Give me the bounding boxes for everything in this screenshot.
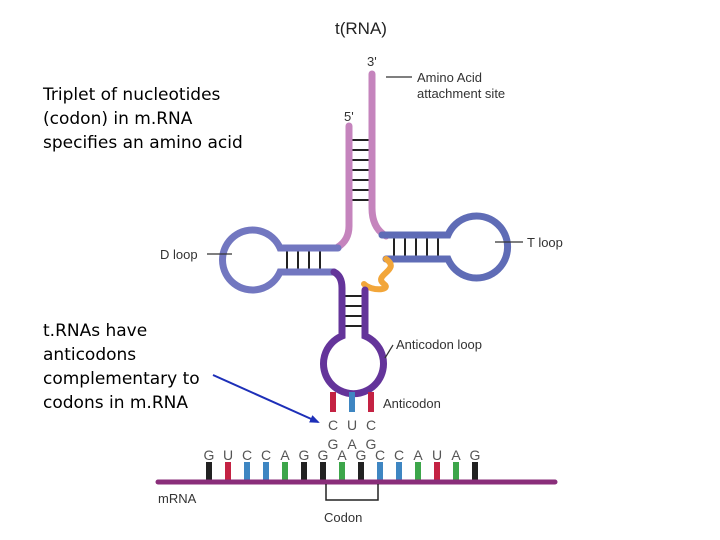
amino-acid-site-label-line2: attachment site xyxy=(417,86,505,101)
mrna-base-letter: U xyxy=(432,447,442,463)
codon-label: Codon xyxy=(324,510,362,525)
t-loop xyxy=(378,212,511,282)
t-arm-base-pairs xyxy=(393,238,439,256)
d-loop-label: D loop xyxy=(160,247,198,262)
mrna-base-letter: G xyxy=(470,447,481,463)
mrna-base-letter: G xyxy=(318,447,329,463)
anticodon-explanation-note: t.RNAs have anticodons complementary to … xyxy=(43,321,200,413)
mrna-base-sticks xyxy=(206,462,478,481)
d-arm-base-pairs xyxy=(286,251,321,269)
mrna-base-letter: C xyxy=(394,447,404,463)
d-loop xyxy=(219,226,342,294)
mrna-base-letter: G xyxy=(299,447,310,463)
anticodon-loop-pointer xyxy=(384,344,394,359)
codon-base-2: A xyxy=(347,436,357,452)
mrna-base-letter: C xyxy=(375,447,385,463)
mrna-label: mRNA xyxy=(158,491,197,506)
anticodon-base-2: U xyxy=(347,417,357,433)
five-prime-label: 5' xyxy=(344,109,354,124)
codon-explanation-note: Triplet of nucleotides (codon) in m.RNA … xyxy=(43,85,243,153)
mrna-base-letter: A xyxy=(280,447,290,463)
anticodon-base-3: C xyxy=(366,417,376,433)
mrna-base-letter: U xyxy=(223,447,233,463)
anticodon-arm-base-pairs xyxy=(345,295,362,327)
mrna-base-letter: G xyxy=(356,447,367,463)
diagram-title: t(RNA) xyxy=(335,19,387,38)
t-loop-label: T loop xyxy=(527,235,563,250)
mrna-base-letter: C xyxy=(261,447,271,463)
mrna-base-letter: C xyxy=(242,447,252,463)
three-prime-label: 3' xyxy=(367,54,377,69)
codon-bracket xyxy=(325,484,379,501)
acceptor-stem-base-pairs xyxy=(352,139,369,201)
codon-base-3: G xyxy=(366,436,377,452)
codon-base-1: G xyxy=(328,436,339,452)
anticodon-loop-label: Anticodon loop xyxy=(396,337,482,352)
note-arrow xyxy=(212,374,320,423)
mrna-base-letter: A xyxy=(451,447,461,463)
acceptor-stem-3-prime-strand xyxy=(368,70,390,240)
amino-acid-site-label-line1: Amino Acid xyxy=(417,70,482,85)
mrna-base-letter: A xyxy=(337,447,347,463)
acceptor-stem-5-prime-strand xyxy=(334,122,353,251)
mrna-base-letter: G xyxy=(204,447,215,463)
variable-loop xyxy=(361,256,394,293)
anticodon-loop xyxy=(320,268,387,398)
anticodon-base-sticks xyxy=(330,392,374,412)
mrna-base-letter: A xyxy=(413,447,423,463)
anticodon-label: Anticodon xyxy=(383,396,441,411)
anticodon-base-1: C xyxy=(328,417,338,433)
